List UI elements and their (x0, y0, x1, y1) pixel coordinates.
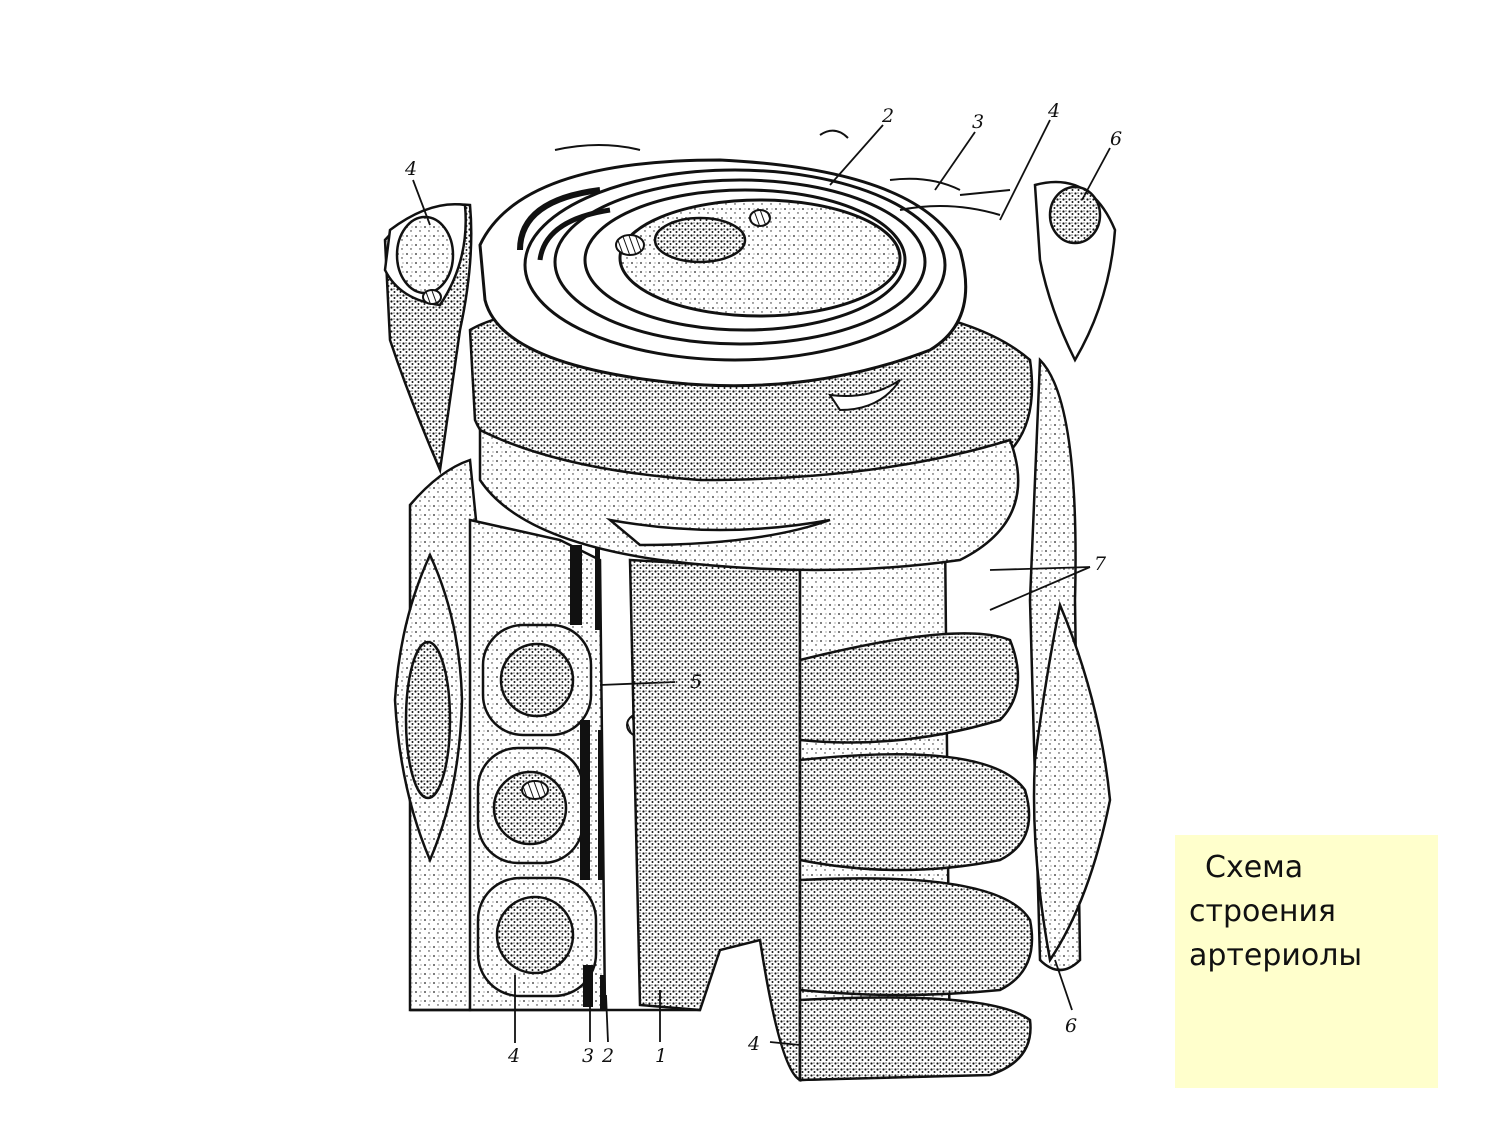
label-bottom-6: 6 (1065, 1015, 1077, 1037)
caption-line-2: строения (1189, 894, 1336, 929)
cross-section-top (478, 158, 968, 388)
label-top-2: 2 (881, 105, 894, 127)
diagram-labels: 2 3 4 6 4 7 5 4 3 2 1 4 6 (404, 100, 1122, 1067)
caption-box: Схема строения артериолы (1175, 835, 1438, 1088)
label-left-4: 4 (404, 158, 417, 180)
leader-lines (412, 119, 1111, 1046)
fibroblast-left (393, 552, 464, 864)
label-bottom-2: 2 (601, 1045, 614, 1067)
label-bottom-3: 3 (582, 1045, 594, 1067)
label-top-6: 6 (1110, 128, 1122, 150)
label-top-3: 3 (972, 111, 984, 133)
fibroblast-top-right (1033, 180, 1117, 363)
connective-fibres-top (554, 129, 1011, 216)
connective-tissue-right (1028, 357, 1112, 972)
endothelial-cell-3 (476, 876, 598, 998)
caption-line-3: артериолы (1189, 938, 1363, 973)
fibroblast-top-left (383, 203, 473, 475)
label-top-4: 4 (1047, 100, 1060, 122)
endothelial-cell-1 (481, 623, 593, 737)
label-bottom-4: 4 (507, 1045, 520, 1067)
basement-membrane-strips (570, 540, 605, 1010)
label-bottom-4-arrow: 4 (747, 1033, 760, 1055)
endothelial-cell-2 (476, 746, 585, 865)
label-right-7: 7 (1094, 553, 1107, 575)
inner-tube (628, 558, 802, 1083)
label-mid-5: 5 (690, 671, 702, 693)
endothelial-cells (476, 623, 598, 998)
label-bottom-1: 1 (655, 1045, 667, 1067)
caption-line-1: Схема (1205, 850, 1304, 885)
spiral-muscle-coils (798, 528, 1034, 1082)
